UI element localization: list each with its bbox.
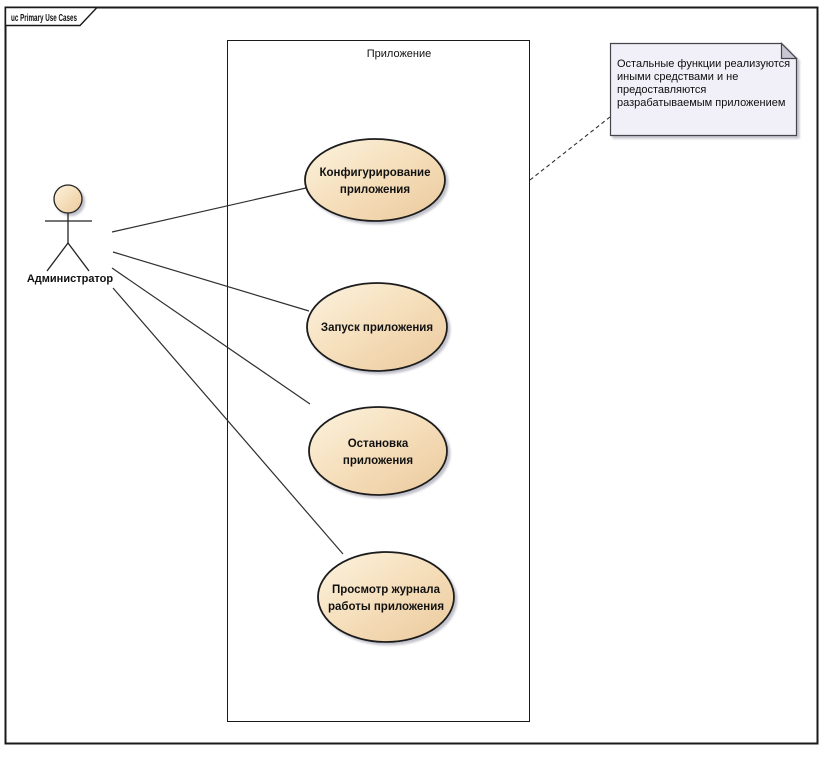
note-shape[interactable] xyxy=(609,42,798,137)
system-boundary-label: Приложение xyxy=(367,48,432,60)
use-case-label: работы приложения xyxy=(328,601,444,613)
frame-label-tab[interactable] xyxy=(4,6,99,27)
note-text-line: предоставляются xyxy=(617,84,706,96)
use-case-ellipse[interactable] xyxy=(304,138,446,222)
use-case-label: Остановка xyxy=(348,438,409,450)
association-start-application[interactable] xyxy=(112,251,310,312)
frame-border xyxy=(4,6,819,745)
actor-administrator[interactable]: Администратор xyxy=(27,184,114,285)
use-case-start-application[interactable]: Запуск приложения xyxy=(306,282,448,372)
use-case-label: Конфигурирование xyxy=(319,167,430,179)
use-case-configure-application[interactable]: Конфигурирование приложения xyxy=(304,138,446,222)
note-text-line: иными средствами и не xyxy=(617,71,738,83)
frame-label: uc Primary Use Cases xyxy=(11,13,77,24)
actor-head[interactable] xyxy=(53,184,83,214)
use-case-view-application-log[interactable]: Просмотр журнала работы приложения xyxy=(317,551,455,643)
association-configure-application[interactable] xyxy=(111,187,307,233)
diagram-frame: uc Primary Use Cases xyxy=(4,6,819,745)
use-case-label: Запуск приложения xyxy=(321,322,433,334)
use-case-stop-application[interactable]: Остановка приложения xyxy=(308,406,448,496)
note-text-line: разрабатываемым приложением xyxy=(617,97,785,109)
note-fold-icon xyxy=(780,42,798,60)
association-view-application-log[interactable] xyxy=(112,287,344,555)
use-case-label: приложения xyxy=(340,184,410,196)
association-stop-application[interactable] xyxy=(111,267,311,405)
use-case-ellipse[interactable] xyxy=(317,551,455,643)
use-case-ellipse[interactable] xyxy=(306,282,448,372)
actor-label: Администратор xyxy=(27,273,114,285)
use-case-label: приложения xyxy=(343,455,413,467)
use-case-label: Просмотр журнала xyxy=(332,584,441,596)
use-case-ellipse[interactable] xyxy=(308,406,448,496)
note[interactable]: Остальные функции реализуются иными сред… xyxy=(609,42,798,137)
note-anchor-connector[interactable] xyxy=(529,116,611,181)
actor-body[interactable] xyxy=(45,213,92,272)
note-text-line: Остальные функции реализуются xyxy=(617,58,790,70)
